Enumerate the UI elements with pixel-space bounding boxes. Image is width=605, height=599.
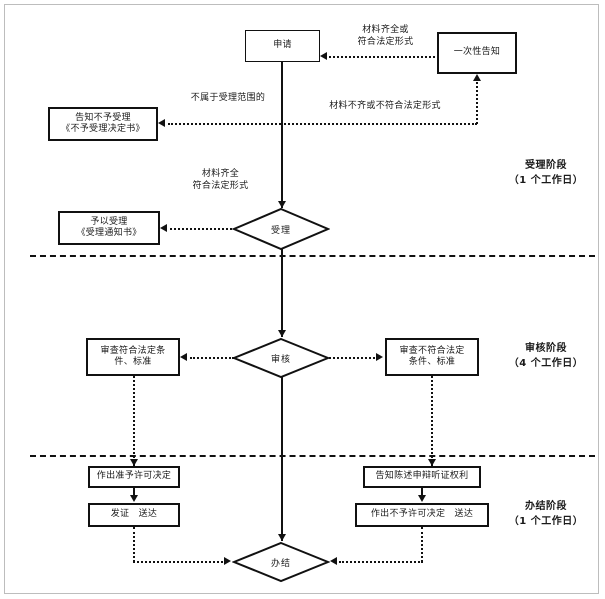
node-completion-label: 办结: [270, 558, 291, 569]
edge-spine-to-reject-notice: [168, 123, 281, 125]
edge-review-to-fails: [329, 357, 375, 359]
edge-rights-to-deny: [421, 488, 423, 496]
edge-accept-to-review-arrowhead: [278, 330, 286, 337]
node-accept-decision-label: 受理: [270, 225, 291, 236]
edge-application-to-accept-arrowhead: [278, 201, 286, 208]
edge-deny-to-completion-arrowhead: [330, 557, 337, 565]
node-meets-criteria[interactable]: 审查符合法定条 件、标准: [86, 338, 180, 376]
edge-label-mcl-line2: 符合法定形式: [357, 37, 414, 48]
node-accept-decision[interactable]: 受理: [232, 207, 330, 251]
edge-spine-to-reject-notice-arrowhead: [158, 119, 165, 127]
node-approve-label: 作出准予许可决定: [96, 471, 172, 482]
edge-review-to-completion-arrowhead: [278, 534, 286, 541]
edge-spine-to-onetime-vertical: [476, 82, 478, 124]
edge-label-not-in-scope: 不属于受理范围的: [168, 92, 288, 104]
edge-deny-to-completion-horizontal: [339, 561, 423, 563]
node-deny-deliver[interactable]: 作出不予许可决定 送达: [355, 503, 489, 527]
stage-label-accept-name: 受理阶段: [525, 160, 567, 171]
node-one-time-notice[interactable]: 一次性告知: [437, 32, 517, 74]
edge-spine-to-onetime-arrowhead: [473, 74, 481, 81]
node-one-time-notice-label: 一次性告知: [453, 47, 501, 58]
edge-label-mcl-line1: 材料齐全或: [362, 25, 409, 35]
stage-label-finish-duration: （1 个工作日）: [508, 516, 584, 527]
edge-review-to-fails-arrowhead: [376, 353, 383, 361]
node-reject-notice-line2: 《不予受理决定书》: [61, 124, 145, 134]
node-accept-notice-line2: 《受理通知书》: [76, 228, 142, 238]
edge-review-to-meets-arrowhead: [180, 353, 187, 361]
edge-meets-to-approve: [133, 376, 135, 466]
edge-approve-to-issue: [133, 488, 135, 496]
node-meets-criteria-line2: 件、标准: [114, 357, 152, 367]
stage-label-accept: 受理阶段 （1 个工作日）: [498, 158, 594, 188]
edge-onetime-to-application: [329, 56, 435, 58]
stage-label-accept-duration: （1 个工作日）: [508, 175, 584, 186]
edge-label-materials-complete-line2: 符合法定形式: [192, 181, 249, 192]
node-application-label: 申请: [273, 40, 292, 51]
edge-review-to-meets: [190, 357, 234, 359]
stage-label-review-name: 审核阶段: [525, 343, 567, 354]
node-issue-deliver-label: 发证 送达: [110, 509, 158, 520]
edge-application-to-accept: [281, 62, 283, 208]
stage-label-finish-name: 办结阶段: [525, 501, 567, 512]
node-reject-notice[interactable]: 告知不予受理 《不予受理决定书》: [48, 107, 158, 141]
node-deny-deliver-label: 作出不予许可决定 送达: [370, 509, 474, 520]
edge-deny-to-completion-vertical: [421, 527, 423, 562]
node-application[interactable]: 申请: [245, 30, 320, 62]
edge-issue-to-completion-horizontal: [133, 561, 223, 563]
edge-fails-to-rights-notice: [431, 376, 433, 466]
stage-label-finish: 办结阶段 （1 个工作日）: [498, 499, 594, 529]
node-accept-notice[interactable]: 予以受理 《受理通知书》: [58, 211, 160, 245]
node-fails-criteria-line2: 条件、标准: [408, 357, 456, 367]
node-fails-criteria[interactable]: 审查不符合法定 条件、标准: [385, 338, 479, 376]
node-reject-notice-line1: 告知不予受理: [75, 112, 131, 123]
edge-label-materials-complete-line1: 材料齐全: [201, 169, 240, 179]
edge-label-materials-complete-or-legal: 材料齐全或 符合法定形式: [333, 24, 438, 48]
stage-label-review: 审核阶段 （4 个工作日）: [498, 341, 594, 371]
edge-label-not-in-scope-line1: 不属于受理范围的: [190, 93, 266, 103]
stage-label-review-duration: （4 个工作日）: [508, 358, 584, 369]
edge-meets-to-approve-arrowhead: [130, 459, 138, 466]
node-rights-notice[interactable]: 告知陈述申辩听证权利: [363, 466, 481, 488]
edge-accept-to-accept-notice: [170, 228, 232, 230]
stage-separator-review-finish: [30, 455, 595, 457]
edge-onetime-to-application-arrowhead: [320, 52, 327, 60]
edge-spine-to-onetime-horizontal: [281, 123, 477, 125]
edge-rights-to-deny-arrowhead: [418, 495, 426, 502]
node-accept-notice-line1: 予以受理: [90, 216, 128, 227]
edge-accept-to-accept-notice-arrowhead: [160, 224, 167, 232]
node-completion[interactable]: 办结: [232, 541, 330, 583]
edge-issue-to-completion-arrowhead: [224, 557, 231, 565]
stage-separator-accept-review: [30, 255, 595, 257]
edge-label-materials-incomplete: 材料不齐或不符合法定形式: [300, 100, 470, 112]
edge-review-to-completion: [281, 377, 283, 541]
node-fails-criteria-line1: 审查不符合法定: [399, 345, 465, 356]
edge-label-materials-incomplete-line1: 材料不齐或不符合法定形式: [329, 101, 441, 111]
node-meets-criteria-line1: 审查符合法定条: [100, 345, 166, 356]
edge-approve-to-issue-arrowhead: [130, 495, 138, 502]
node-review-decision[interactable]: 审核: [232, 337, 330, 379]
edge-label-materials-complete: 材料齐全 符合法定形式: [168, 168, 273, 192]
node-issue-deliver[interactable]: 发证 送达: [88, 503, 180, 527]
edge-issue-to-completion-vertical: [133, 527, 135, 562]
node-review-decision-label: 审核: [270, 354, 291, 365]
node-rights-notice-label: 告知陈述申辩听证权利: [375, 471, 469, 482]
edge-fails-to-rights-notice-arrowhead: [428, 459, 436, 466]
node-approve[interactable]: 作出准予许可决定: [88, 466, 180, 488]
edge-accept-to-review: [281, 249, 283, 337]
